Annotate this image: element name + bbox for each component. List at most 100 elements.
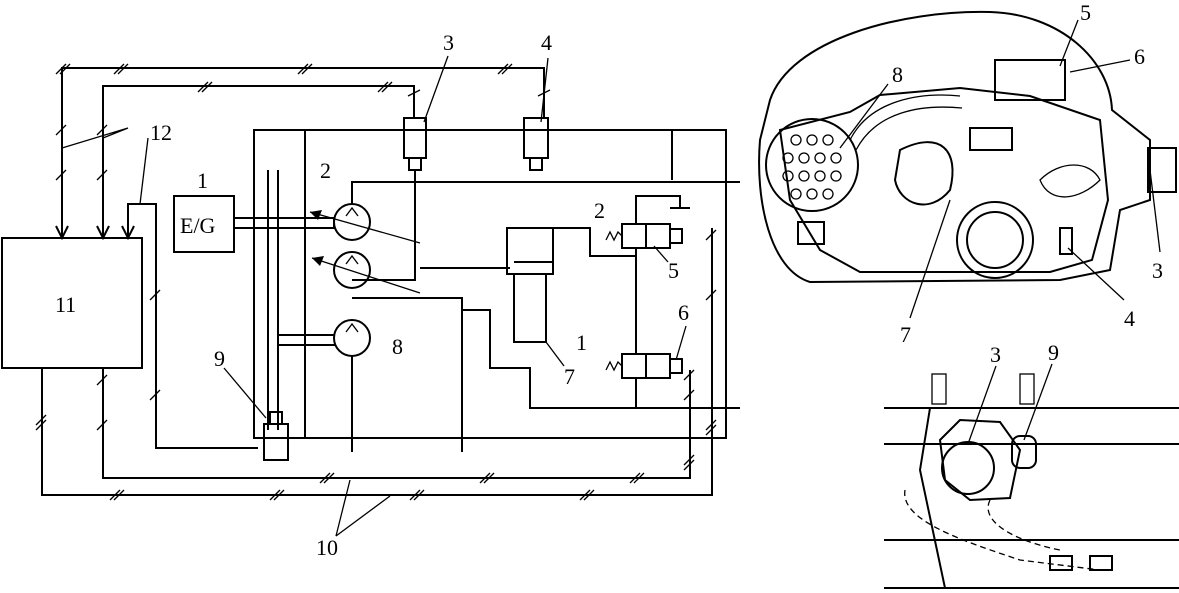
signal-line-top-outer: [61, 67, 545, 238]
arrowhead-1: [310, 210, 322, 220]
valve-6-spring: [605, 360, 623, 372]
pump-var-arrow-1: [309, 211, 421, 244]
label-1-cyl: 1: [576, 330, 587, 355]
line-cyl-valve5: [553, 227, 636, 257]
line-pump-low: [352, 297, 463, 452]
motor-8: [333, 319, 371, 357]
top-label-8: 8: [892, 62, 903, 87]
eg-text: E/G: [180, 213, 216, 238]
control-schematic: 11 12: [1, 30, 740, 560]
bottom-label-9: 9: [1048, 340, 1059, 365]
top-label-3: 3: [1152, 258, 1163, 283]
bus-bottom-inner: [102, 368, 691, 479]
sensor-9-tip: [269, 411, 283, 425]
sensor-9-body: [1011, 435, 1037, 469]
solenoid-block: [994, 59, 1066, 101]
drive-shaft: [233, 217, 335, 229]
leader-3: [423, 55, 449, 123]
sensor-3-tip: [408, 157, 422, 171]
arrowhead-2: [312, 256, 324, 266]
sensor-bottom-2: [1089, 555, 1113, 571]
cylinder-body: [513, 273, 547, 343]
hidden-passage-1: [904, 489, 1101, 571]
leader-4: [540, 57, 549, 123]
valve-5-spring: [605, 230, 623, 242]
arrow-3: [121, 225, 135, 241]
pump-upper-arrow: [345, 206, 359, 217]
leader-5: [653, 245, 669, 263]
arrow-2: [96, 225, 110, 241]
label-2-valve: 2: [594, 198, 605, 223]
shift-fork: [1039, 164, 1101, 198]
bolt-2: [1019, 373, 1035, 405]
leader-top-4: [1067, 247, 1125, 301]
label-4: 4: [541, 30, 552, 55]
line-pump-top: [351, 181, 740, 204]
hidden-passage-2: [987, 499, 1061, 551]
pump-upper: [333, 203, 371, 241]
leader-12: [61, 127, 129, 149]
sensor-4-tip: [529, 157, 543, 171]
bolt-1: [931, 373, 947, 405]
valve-block: [969, 127, 1013, 151]
label-9: 9: [214, 346, 225, 371]
leader-9: [223, 367, 267, 419]
arrow-1: [55, 225, 69, 241]
sensor-3-body: [403, 117, 427, 159]
block-left-contour: [918, 407, 946, 589]
sensor-3-port: [941, 441, 995, 495]
pump-lower: [333, 251, 371, 289]
transmission-housing-drawing: 5 6 8 3 4 7: [758, 0, 1177, 347]
housing-inner-plate: [778, 86, 1110, 273]
label-7-cyl: 7: [564, 364, 575, 389]
pump-lower-arrow: [345, 254, 359, 265]
leader-7: [545, 341, 565, 367]
leader-top-7: [909, 199, 951, 319]
connector-right: [1147, 147, 1177, 193]
label-6: 6: [678, 300, 689, 325]
housing-outline: [758, 10, 1151, 284]
bus-bottom-outer: [41, 228, 713, 496]
leader-10b: [335, 495, 391, 537]
bore-large-inner: [966, 211, 1024, 269]
leader-top-3: [1149, 169, 1161, 253]
leader-top-8: [839, 83, 889, 149]
controller-label: 11: [55, 292, 76, 317]
bore-large: [956, 201, 1034, 279]
leader-bottom-3: [967, 365, 997, 445]
signal-line-12: [127, 203, 258, 449]
cylinder-head: [506, 227, 554, 275]
label-5: 5: [668, 258, 679, 283]
top-label-7: 7: [900, 322, 911, 347]
signal-line-top-inner: [102, 85, 415, 238]
line-sensor3: [352, 170, 416, 281]
valve-6-solenoid: [669, 358, 683, 374]
bottom-label-3: 3: [990, 342, 1001, 367]
line-cyl-bottom: [462, 309, 740, 409]
leader-top-6: [1069, 59, 1131, 73]
pump-var-arrow-2: [311, 257, 421, 294]
tube-1: [849, 94, 961, 141]
leader-bottom-9: [1023, 363, 1053, 441]
connector-pins: [782, 134, 842, 200]
tube-2: [855, 106, 963, 151]
label-2-pump: 2: [320, 158, 331, 183]
label-10: 10: [316, 535, 338, 560]
valve-body-left: [893, 141, 954, 206]
sensor-lower-left: [797, 221, 825, 245]
valve-5-solenoid: [669, 228, 683, 244]
top-label-5: 5: [1080, 0, 1091, 25]
leader-12b: [139, 137, 149, 205]
leader-top-5: [1059, 19, 1079, 67]
label-12: 12: [150, 120, 172, 145]
top-label-6: 6: [1134, 44, 1145, 69]
hydraulic-frame: [253, 129, 727, 439]
eg-number: 1: [197, 168, 208, 193]
engine-block-drawing: 3 9: [884, 340, 1179, 589]
top-label-4: 4: [1124, 306, 1135, 331]
label-8: 8: [392, 334, 403, 359]
leader-6: [675, 325, 687, 361]
valve-5-tank: [635, 195, 681, 224]
connector-plate: [765, 118, 859, 212]
